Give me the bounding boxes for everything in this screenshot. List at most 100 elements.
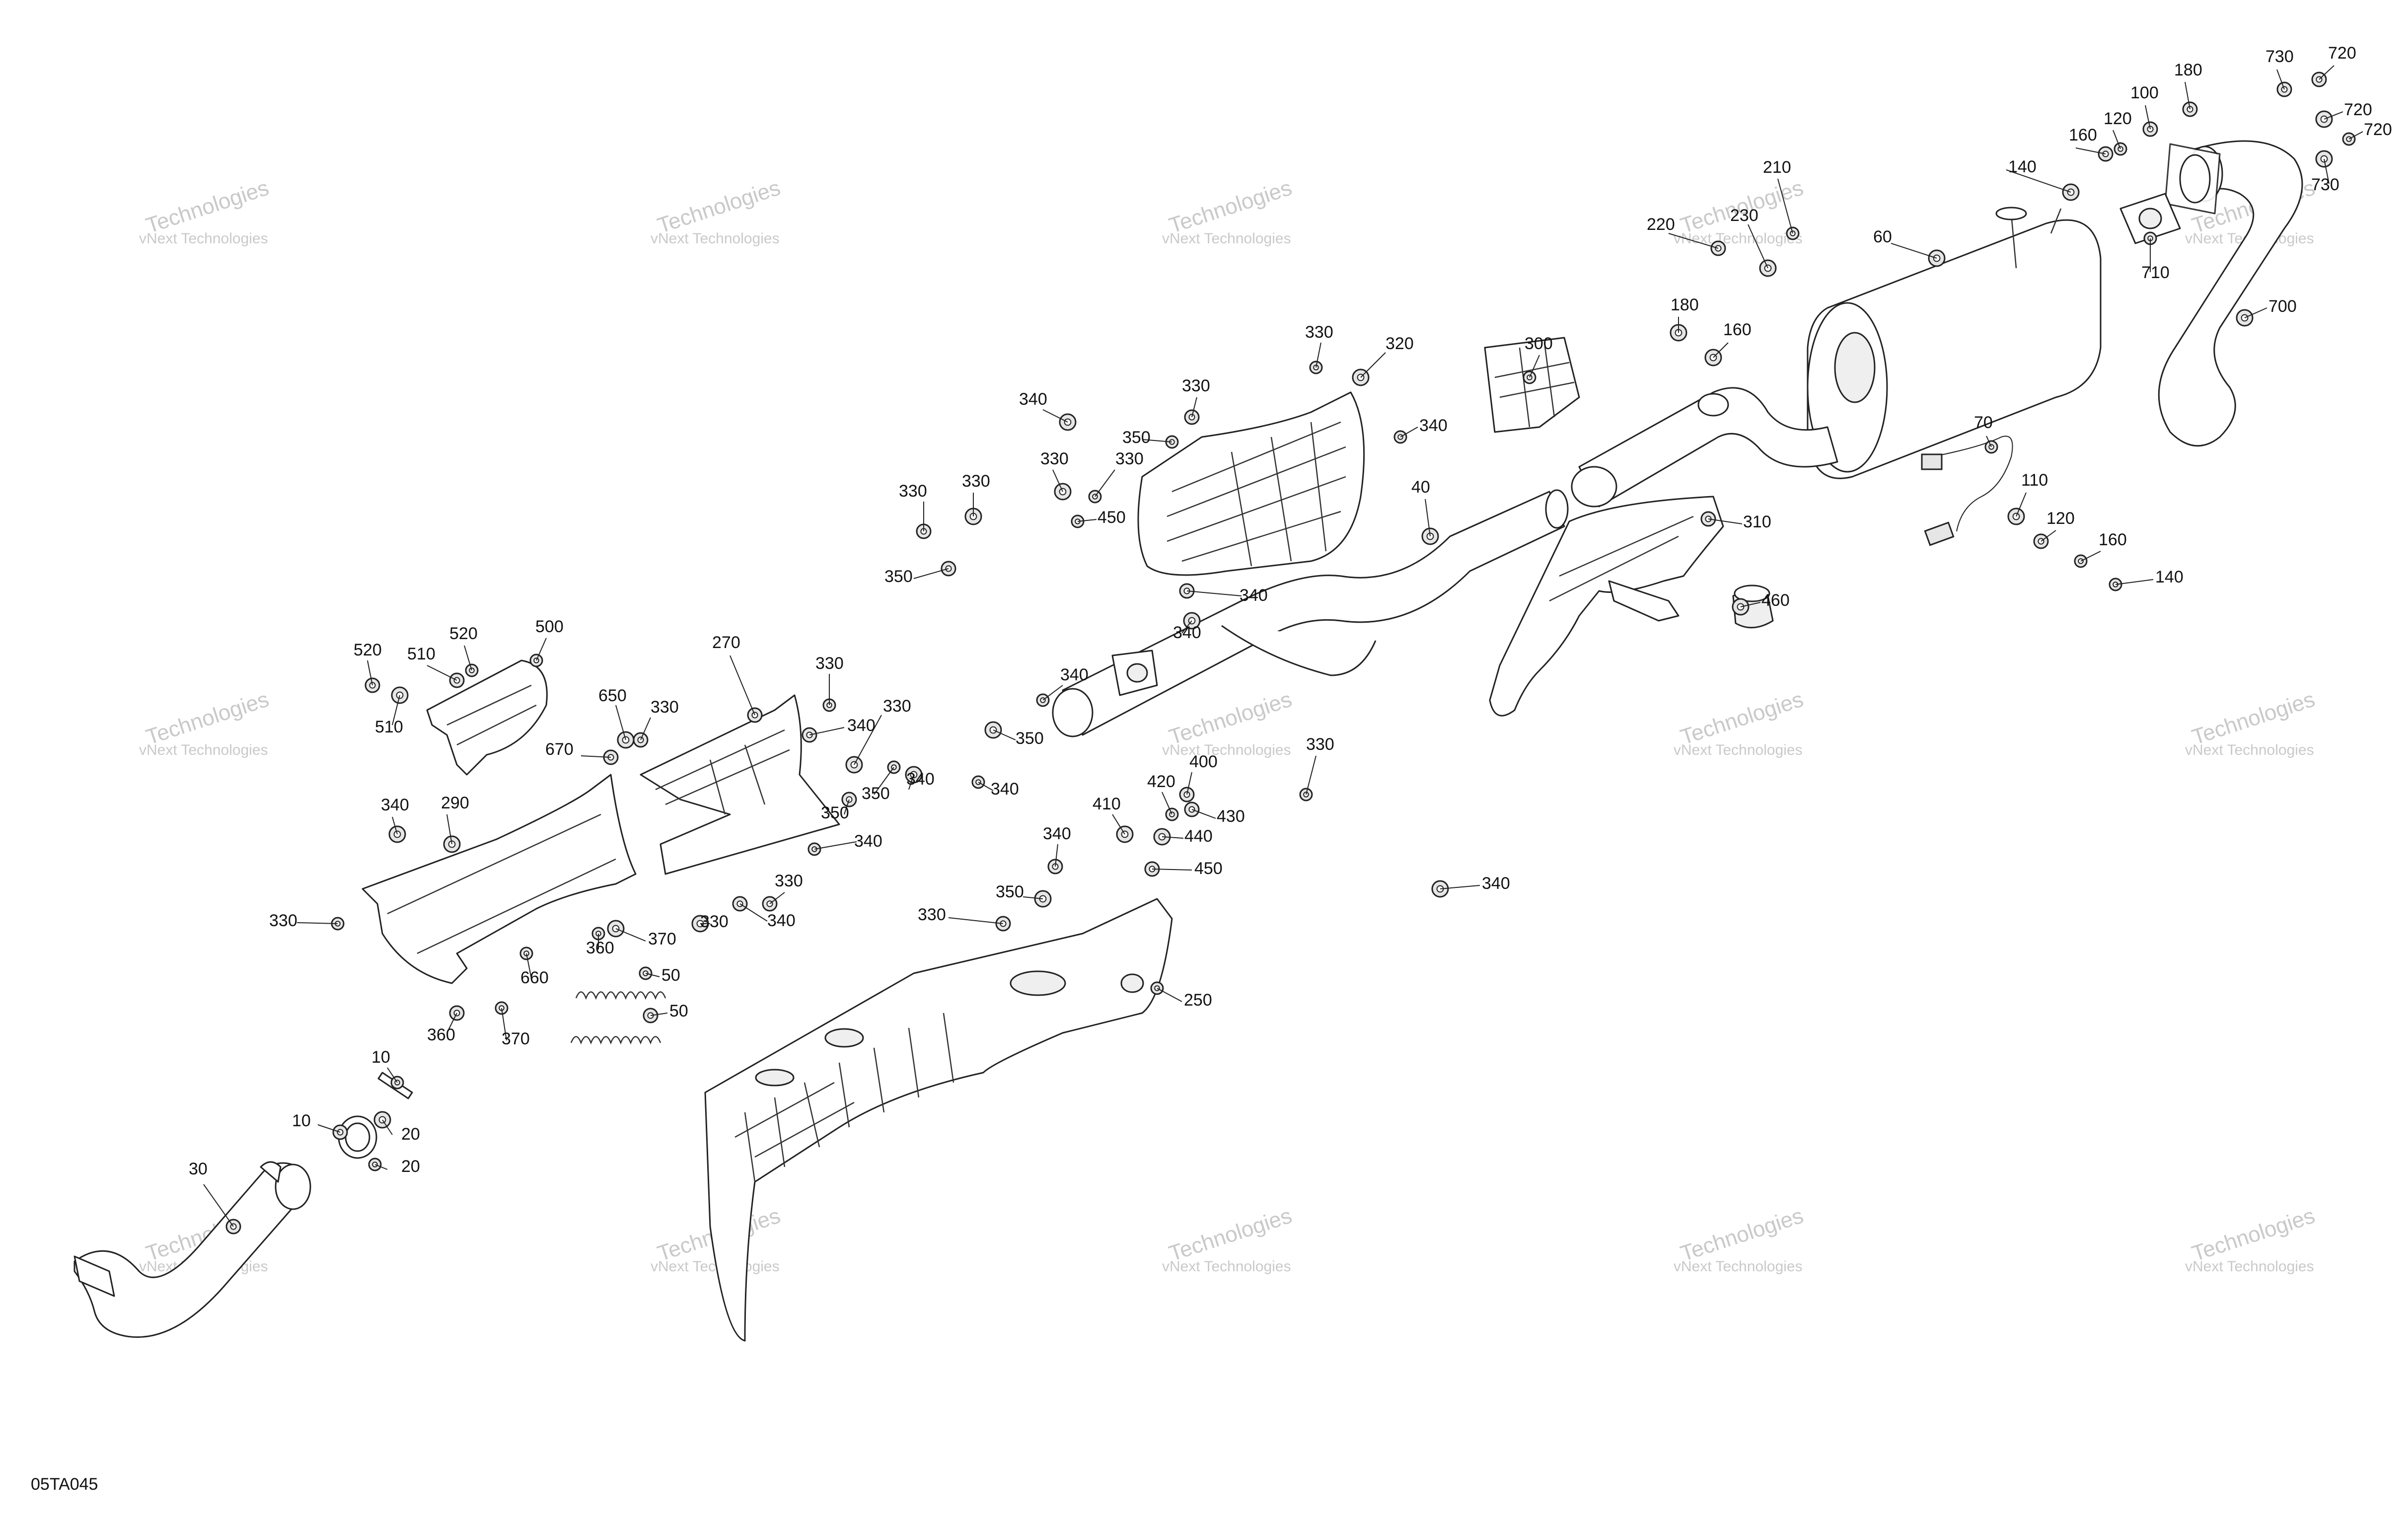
callout-label: 340	[1019, 390, 1047, 409]
leader-line	[1152, 869, 1192, 871]
callout-label: 290	[441, 794, 469, 812]
callout-label: 510	[375, 718, 403, 736]
callout-label: 440	[1184, 827, 1213, 846]
connection-pipe-60	[1571, 387, 1838, 508]
callout-label: 730	[2311, 175, 2339, 194]
leader-line	[2145, 105, 2151, 130]
heat-shield-270	[640, 694, 840, 875]
callout-label: 450	[1194, 859, 1223, 878]
watermark-text: Technologies	[2189, 1204, 2318, 1266]
callout-label: 430	[1217, 807, 1245, 826]
callout-label: 450	[1097, 508, 1126, 527]
callout-label: 410	[1093, 795, 1121, 813]
callout-label: 650	[598, 686, 627, 705]
callout-label: 330	[815, 654, 844, 673]
leader-line	[1425, 499, 1431, 537]
heat-shield-500	[426, 659, 548, 776]
leader-line	[2185, 81, 2190, 110]
callout-label: 310	[1743, 512, 1771, 531]
leader-line	[446, 1013, 457, 1033]
watermark-text: vNext Technologies	[651, 230, 780, 247]
leader-line	[1748, 224, 1768, 269]
leader-line	[2319, 65, 2335, 80]
leader-line	[203, 1184, 234, 1227]
tail-pipe-700	[2158, 140, 2303, 447]
leader-lines	[203, 65, 2363, 1227]
callout-label: 420	[1147, 772, 1175, 791]
leader-line	[739, 903, 768, 922]
leader-line	[501, 1008, 507, 1041]
callout-label: 360	[586, 939, 614, 957]
callout-label: 330	[269, 911, 297, 930]
callout-label: 330	[883, 697, 911, 716]
leader-line	[1186, 590, 1242, 596]
diagram-code: 05TA045	[31, 1475, 98, 1494]
leader-line	[978, 782, 994, 791]
leader-line	[1306, 755, 1316, 795]
callout-label: 360	[427, 1025, 455, 1044]
callout-label: 350	[884, 567, 913, 586]
callout-label: 120	[2104, 109, 2132, 128]
leader-line	[1740, 602, 1761, 607]
leader-line	[1055, 844, 1058, 867]
callout-label: 140	[2155, 568, 2184, 586]
leader-line	[1400, 427, 1418, 437]
callout-label: 340	[1482, 874, 1510, 893]
watermark-text: vNext Technologies	[1162, 1258, 1291, 1275]
callout-label: 330	[1115, 449, 1144, 468]
leader-line	[2244, 307, 2267, 318]
callout-label: 10	[371, 1048, 390, 1067]
leader-line	[1095, 469, 1115, 497]
watermark-text: vNext Technologies	[1674, 1258, 1803, 1275]
callout-label: 340	[847, 716, 876, 735]
leader-line	[464, 645, 472, 671]
watermark-text: Technologies	[1678, 1204, 1806, 1266]
callout-label: 230	[1730, 206, 1758, 225]
callout-label: 330	[918, 905, 946, 924]
callout-label: 330	[962, 472, 990, 491]
heat-shield-290	[362, 774, 637, 984]
watermark-text: vNext Technologies	[1674, 230, 1803, 247]
leader-line	[392, 695, 400, 726]
leader-line	[1668, 233, 1719, 249]
heat-shield-310	[1489, 496, 1724, 717]
callout-label: 370	[502, 1029, 530, 1048]
leader-line	[809, 727, 845, 735]
oxygen-sensor-70	[1921, 436, 2013, 546]
callout-label: 180	[2174, 61, 2202, 79]
callout-label: 330	[1306, 735, 1334, 754]
callout-label: 340	[767, 911, 796, 930]
callout-label: 720	[2328, 44, 2356, 63]
leader-line	[2041, 530, 2056, 542]
springs-50	[570, 991, 666, 1045]
callout-label: 220	[1647, 215, 1675, 234]
leader-line	[1042, 685, 1063, 701]
leader-line	[948, 917, 1004, 924]
leader-line	[2115, 579, 2154, 585]
callout-label: 70	[1974, 413, 1993, 432]
leader-line	[1157, 988, 1182, 1002]
callout-label: 520	[449, 624, 478, 643]
callout-label: 300	[1525, 334, 1553, 353]
leader-line	[317, 1124, 341, 1133]
callout-label: 500	[535, 617, 564, 636]
leader-line	[1186, 772, 1192, 795]
callout-labels: 1010202030405050607010011012012014014016…	[189, 44, 2392, 1178]
leader-line	[913, 568, 949, 579]
leader-line	[2080, 551, 2101, 562]
callout-label: 330	[899, 482, 927, 501]
leader-line	[650, 1013, 668, 1016]
leader-line	[1360, 352, 1386, 378]
callout-label: 320	[1386, 334, 1414, 353]
leader-line	[536, 638, 547, 661]
watermark-text: vNext Technologies	[1162, 742, 1291, 758]
callout-label: 400	[1189, 752, 1218, 771]
watermark-text: vNext Technologies	[1674, 742, 1803, 758]
heat-shield-320	[1137, 391, 1365, 576]
